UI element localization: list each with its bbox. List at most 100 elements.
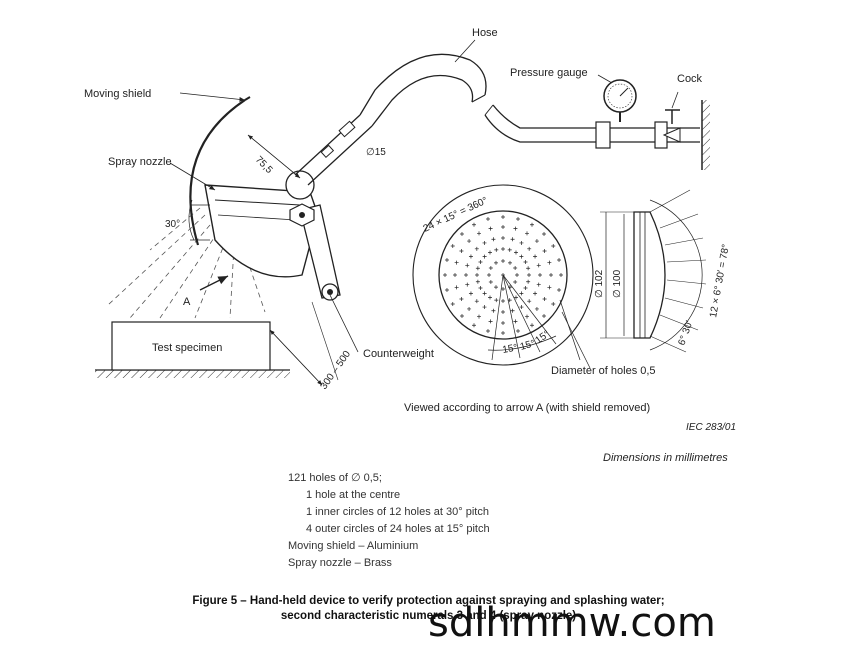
- nozzle-hole: [482, 254, 487, 259]
- pitch-15-a: 15°: [502, 342, 519, 355]
- nozzle-hole: [474, 299, 479, 304]
- nozzle-hole: [491, 308, 496, 313]
- cock-valve: [662, 91, 681, 143]
- nozzle-hole: [477, 314, 481, 319]
- nozzle-hole: [485, 216, 490, 221]
- figure-caption-line1: Figure 5 – Hand-held device to verify pr…: [192, 595, 665, 607]
- label-cock: Cock: [677, 73, 703, 85]
- test-specimen-box: [111, 321, 271, 371]
- nozzle-hole: [488, 266, 493, 270]
- nozzle-hole: [526, 266, 531, 271]
- label-diameter-holes: Diameter of holes 0,5: [551, 365, 656, 377]
- nozzle-hole: [501, 236, 505, 240]
- nozzle-hole: [547, 260, 552, 265]
- nozzle-hole: [530, 222, 534, 227]
- nozzle-hole: [472, 323, 476, 328]
- arrow-a: [199, 275, 229, 291]
- nozzle-hole: [519, 240, 524, 245]
- label-hose: Hose: [472, 27, 498, 39]
- nozzle-hole: [488, 226, 493, 231]
- nozzle-hole: [501, 310, 505, 314]
- nozzle-hole: [542, 314, 547, 319]
- nozzle-hole: [468, 291, 473, 296]
- nozzle-hole: [510, 308, 515, 313]
- nozzle-hole: [525, 231, 529, 236]
- nozzle-hole: [468, 254, 473, 259]
- label-counterweight: Counterweight: [363, 348, 434, 360]
- nozzle-hole: [478, 260, 483, 264]
- nozzle-hole: [443, 273, 447, 277]
- nozzle-face-view: [412, 184, 594, 366]
- nozzle-hole: [488, 295, 492, 300]
- nozzle-hole: [450, 302, 455, 306]
- note-line: 1 hole at the centre: [306, 489, 401, 501]
- moving-shield: [189, 99, 246, 246]
- label-iec-ref: IEC 283/01: [686, 422, 736, 433]
- moving-shield-leader: [179, 92, 246, 102]
- nozzle-hole: [519, 291, 524, 296]
- nozzle-hole: [551, 302, 556, 306]
- nozzle-hole: [465, 282, 470, 287]
- nozzle-hole: [501, 321, 505, 325]
- nozzle-hole: [459, 297, 464, 301]
- nozzle-hole: [465, 263, 470, 268]
- nozzle-hole: [515, 273, 519, 277]
- nozzle-hole: [501, 331, 505, 335]
- nozzle-hole: [542, 297, 547, 301]
- spray-tube: [294, 114, 373, 186]
- nozzle-side-view: [600, 189, 707, 353]
- nozzle-hole: [459, 231, 464, 236]
- holes-leader: [559, 299, 581, 361]
- nozzle-hole: [525, 314, 529, 319]
- nozzle-hole: [534, 239, 539, 244]
- counterweight-leader: [329, 294, 359, 353]
- nozzle-hole: [536, 263, 541, 268]
- nozzle-hole: [501, 259, 505, 263]
- nozzle-hole: [527, 246, 532, 251]
- angle-6-30: 6° 30′: [676, 319, 695, 347]
- nozzle-hole: [454, 285, 459, 290]
- note-line: Spray nozzle – Brass: [288, 557, 392, 569]
- nozzle-hole: [523, 286, 528, 290]
- nozzle-hole: [467, 306, 472, 311]
- nozzle-hole: [513, 280, 518, 284]
- label-dimensions: Dimensions in millimetres: [603, 452, 728, 464]
- nozzle-hole: [513, 266, 518, 270]
- nozzle-hole: [477, 231, 481, 236]
- nozzle-hole: [533, 254, 538, 259]
- nozzle-hole: [551, 244, 556, 248]
- nozzle-hole: [514, 295, 518, 300]
- label-test-specimen: Test specimen: [152, 342, 222, 354]
- nozzle-hole: [450, 244, 455, 248]
- nozzle-hole: [444, 257, 449, 262]
- nozzle-hole: [536, 282, 541, 287]
- nozzle-hole: [444, 288, 449, 293]
- nozzle-hole: [488, 319, 493, 324]
- nozzle-hole: [459, 314, 464, 319]
- dim-102: ∅ 102: [594, 269, 605, 298]
- nozzle-hole: [472, 222, 476, 227]
- nozzle-hole: [516, 216, 521, 221]
- hose-leader: [454, 39, 476, 63]
- note-line: 1 inner circles of 12 holes at 30° pitch: [306, 506, 489, 518]
- nozzle-hole: [538, 273, 542, 277]
- nozzle-hole: [519, 254, 524, 259]
- nozzle-hole: [475, 266, 480, 271]
- nozzle-hole: [507, 247, 512, 252]
- dim-15: ∅15: [366, 147, 386, 158]
- nozzle-hole: [475, 273, 479, 277]
- nozzle-hole: [557, 288, 562, 293]
- nozzle-hole: [508, 260, 512, 265]
- figure-caption-line2: second characteristic numerals 3 and 4 (…: [280, 610, 577, 622]
- nozzle-hole: [453, 273, 457, 277]
- nozzle-hole: [485, 329, 490, 334]
- nozzle-hole: [513, 319, 518, 324]
- nozzle-hole: [454, 260, 459, 265]
- nozzle-hole: [501, 225, 505, 229]
- dim-angles-78: 12 × 6° 30′ = 78°: [708, 243, 732, 318]
- nozzle-hole: [482, 305, 487, 310]
- hose: [359, 53, 487, 116]
- nozzle-hole: [482, 240, 487, 245]
- label-viewed: Viewed according to arrow A (with shield…: [404, 402, 650, 414]
- nozzle-hole: [527, 299, 532, 304]
